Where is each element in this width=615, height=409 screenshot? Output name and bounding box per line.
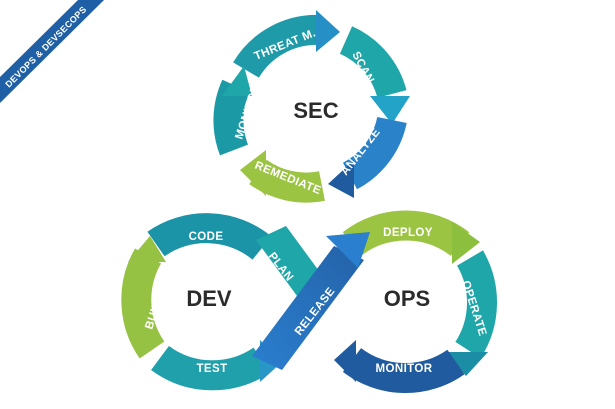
sec-hub-label: SEC xyxy=(293,98,338,123)
sec-arc-analyze xyxy=(342,116,407,190)
ops-arc-monitor xyxy=(342,347,465,394)
corner-tag: DEVOPS & DEVSECOPS xyxy=(3,4,88,89)
dev-label-test: TEST xyxy=(197,363,228,375)
dev-arrowhead-building xyxy=(128,236,166,262)
ops-label-monitor: MONITOR xyxy=(376,363,433,375)
ops-label-deploy: DEPLOY xyxy=(383,227,433,239)
ops-arrowhead-monitor xyxy=(334,340,356,382)
sec-arc-scan xyxy=(339,26,407,99)
sec-arrowhead-threat xyxy=(316,10,340,52)
sec-arc-threat xyxy=(233,14,321,79)
dev-hub-label: DEV xyxy=(186,286,232,311)
sec-arrowhead-scan xyxy=(370,96,410,124)
ops-arrowhead-deploy xyxy=(452,222,480,264)
dev-arc-building xyxy=(121,248,165,359)
ribbon-band xyxy=(0,0,104,103)
ops-loop: OPS DEPLOY OPERATE MONITOR RELEASE xyxy=(252,210,497,394)
sec-arrowhead-monitor xyxy=(222,66,252,96)
dev-arc-code xyxy=(147,213,272,260)
sec-arrowhead-analyze xyxy=(328,160,354,198)
ops-arrowhead-operate xyxy=(448,352,488,376)
dev-arc-test xyxy=(151,345,271,391)
sec-cycle: SEC THREAT M. SCAN ANALYZE REMEDIATE MON… xyxy=(213,10,410,203)
sec-arrowhead-remediate xyxy=(240,150,266,196)
corner-ribbon: DEVOPS & DEVSECOPS xyxy=(0,0,104,103)
ops-arc-operate xyxy=(455,250,497,359)
ops-arrowhead-release xyxy=(326,232,370,268)
dev-label-code: CODE xyxy=(189,231,224,243)
ops-release-band xyxy=(252,246,364,370)
ops-hub-label: OPS xyxy=(384,286,430,311)
